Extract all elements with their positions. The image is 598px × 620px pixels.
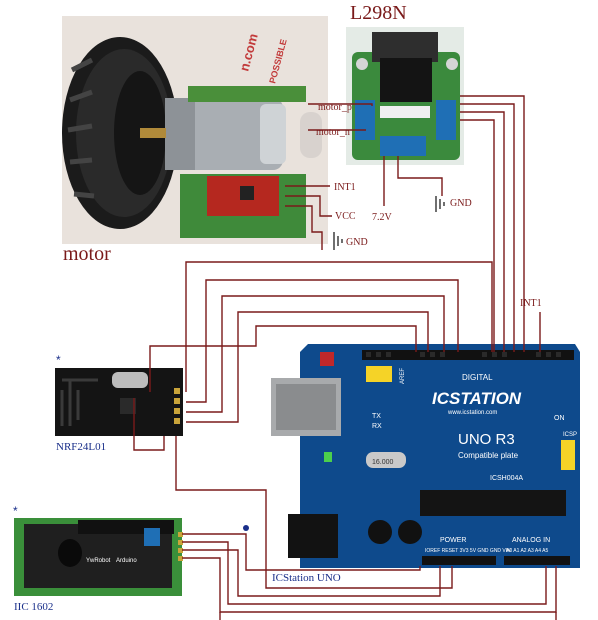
driver-terminal-right xyxy=(436,100,456,140)
dc-jack xyxy=(288,514,338,558)
lcd-potentiometer xyxy=(144,528,160,546)
digital-header xyxy=(362,350,574,360)
board-power: POWER xyxy=(440,537,466,544)
net-motor-p: motor_p xyxy=(318,102,352,113)
board-brand: ICSTATION xyxy=(432,389,522,408)
radio-header xyxy=(174,388,180,424)
icsp-header xyxy=(561,440,575,470)
wire-vcc xyxy=(285,195,332,217)
wire-driver-3 xyxy=(460,111,505,352)
radio-marker: * xyxy=(56,353,61,367)
wire-radio-4 xyxy=(186,311,429,423)
wire-radio-7 xyxy=(175,436,453,589)
capacitor-1 xyxy=(368,520,392,544)
led-green xyxy=(324,452,332,462)
jumper-block xyxy=(366,366,392,382)
wire-lcd-3 xyxy=(182,549,441,597)
net-int1-board: INT1 xyxy=(520,298,542,309)
lcd-brand-a: YwRobot xyxy=(86,558,111,564)
lcd-module: YwRobot Arduino xyxy=(14,518,183,596)
radio-label: NRF24L01 xyxy=(56,441,106,453)
reset-button xyxy=(320,352,334,366)
motor-module: n.com POSSIBLE xyxy=(62,16,328,244)
wire-radio-2 xyxy=(186,279,459,403)
board-chip: ICSH004A xyxy=(490,475,523,482)
board-icsp: ICSP xyxy=(563,432,577,438)
wire-radio-6 xyxy=(133,398,165,451)
motor-label: motor xyxy=(63,243,111,265)
board-rx: RX xyxy=(372,423,382,430)
wire-driver-1 xyxy=(460,95,525,352)
net-motor-n: motor_n xyxy=(316,127,350,138)
board-analog-pins: A0 A1 A2 A3 A4 A5 xyxy=(506,548,548,554)
board-label: ICStation UNO xyxy=(272,572,341,584)
wire-junction xyxy=(243,525,249,531)
lcd-brand-b: Arduino xyxy=(116,558,137,564)
net-gnd-driver: GND xyxy=(450,198,472,209)
wire-lcd-1 xyxy=(182,533,421,571)
lcd-header xyxy=(178,532,183,561)
board-subtitle: Compatible plate xyxy=(458,451,519,460)
wire-motor-p xyxy=(308,103,373,106)
board: AREF DIGITAL TX RX ICSTATION www.icstati… xyxy=(271,344,580,568)
wire-gnd-driver xyxy=(397,156,443,196)
microcontroller xyxy=(420,490,566,516)
driver-terminal-bottom xyxy=(380,136,426,156)
wire-lcd-2 xyxy=(182,541,547,605)
board-tx: TX xyxy=(372,413,381,420)
board-aref: AREF xyxy=(400,368,406,384)
net-vcc: VCC xyxy=(335,211,356,222)
net-int1: INT1 xyxy=(334,182,356,193)
ground-icon xyxy=(333,232,343,250)
ground-icon xyxy=(435,196,445,212)
wire-radio-3 xyxy=(186,295,445,413)
net-gnd-motor: GND xyxy=(346,237,368,248)
board-on: ON xyxy=(554,415,565,422)
driver-label: L298N xyxy=(350,2,407,24)
board-model: UNO R3 xyxy=(458,431,515,448)
wire-driver-2 xyxy=(460,103,515,352)
encoder-pcb xyxy=(188,86,306,102)
board-analog: ANALOG IN xyxy=(512,537,550,544)
lcd-marker: * xyxy=(13,504,18,518)
board-url: www.icstation.com xyxy=(447,410,497,416)
board-crystal: 16.000 xyxy=(372,459,394,466)
radio-module xyxy=(55,368,183,436)
net-supply: 7.2V xyxy=(372,212,393,223)
board-power-pins: IOREF RESET 3V3 5V GND GND VIN xyxy=(425,548,511,554)
power-header xyxy=(422,556,496,565)
gear-motor xyxy=(140,98,322,170)
analog-header xyxy=(504,556,570,565)
driver-module xyxy=(346,27,464,165)
wire-driver-4 xyxy=(460,119,495,352)
wires xyxy=(133,95,557,620)
lcd-label: IIC 1602 xyxy=(14,601,53,613)
crystal xyxy=(366,452,406,468)
wire-radio-5 xyxy=(149,325,417,392)
wire-gnd-motor xyxy=(285,205,323,250)
capacitor-2 xyxy=(398,520,422,544)
wire-radio-1 xyxy=(185,261,493,392)
board-digital: DIGITAL xyxy=(462,373,493,382)
